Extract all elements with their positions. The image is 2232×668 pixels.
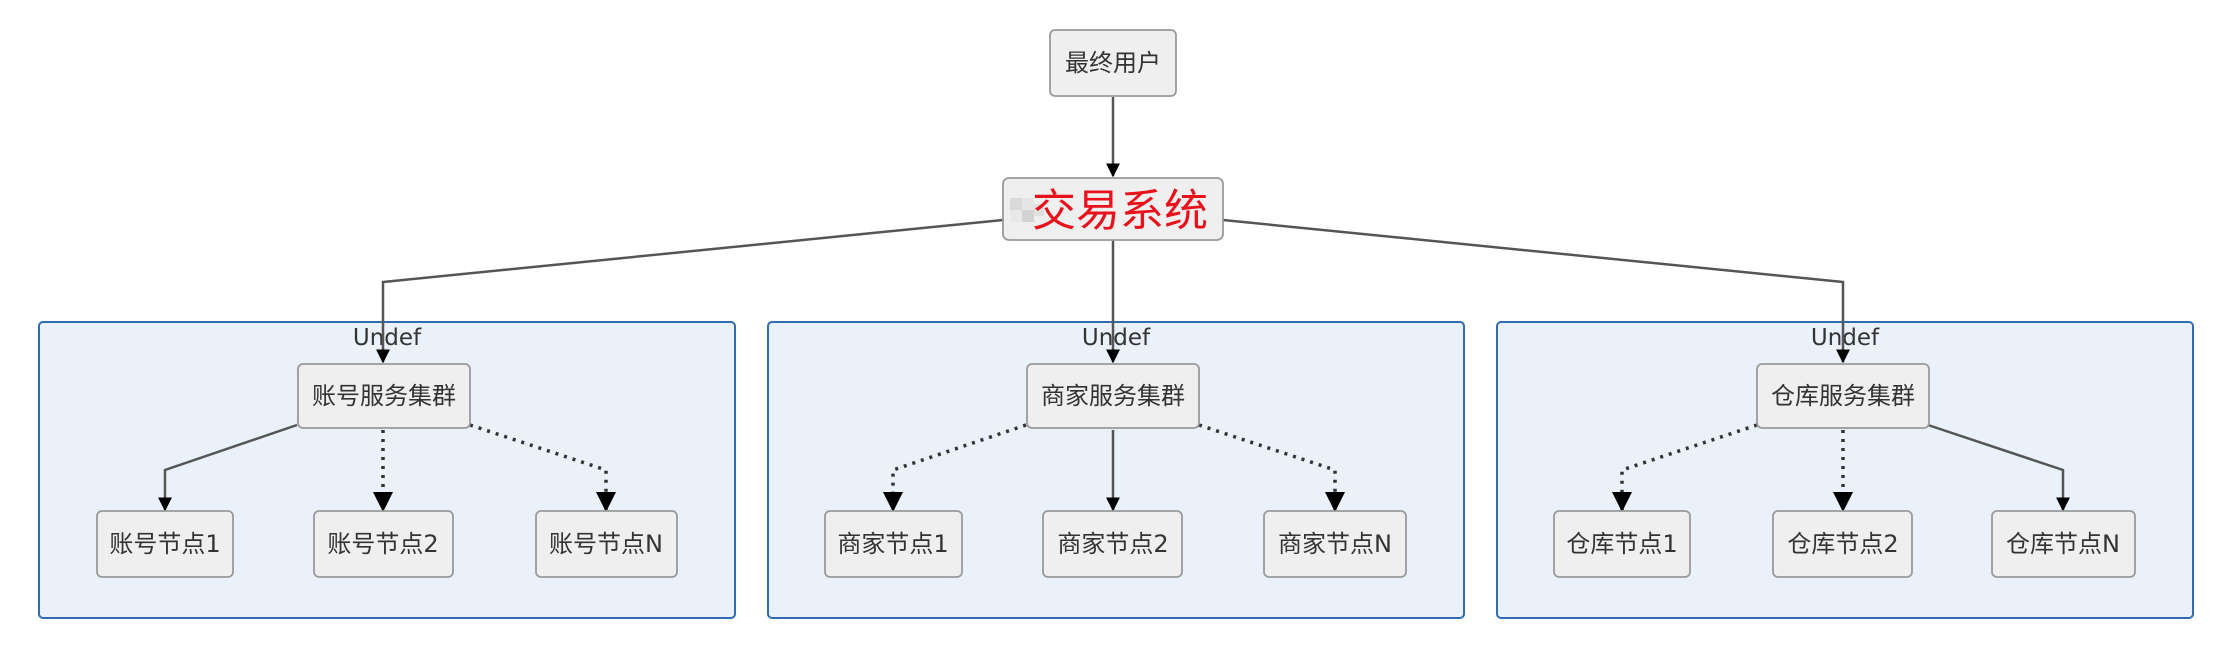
node-account-n: 账号节点N (535, 510, 678, 578)
node-merchant-n-label: 商家节点N (1278, 530, 1392, 558)
node-account-n-box (535, 510, 678, 578)
node-end-user-box (1049, 29, 1177, 97)
edge-merchant-to-nodeN (1198, 423, 1345, 512)
node-warehouse-2-label: 仓库节点2 (1787, 530, 1898, 558)
node-merchant-1: 商家节点1 (824, 510, 963, 578)
node-warehouse-2: 仓库节点2 (1772, 510, 1913, 578)
node-trading-system: 交易系统 (1002, 177, 1224, 241)
node-account-service: 账号服务集群 (297, 363, 471, 429)
edge-system-to-account-cluster (376, 218, 1004, 364)
node-warehouse-service-box (1756, 363, 1930, 429)
node-account-2-box (313, 510, 454, 578)
pixelated-blur-icon (1010, 198, 1044, 222)
node-end-user: 最终用户 (1049, 29, 1177, 97)
edge-merchant-to-node1 (883, 423, 1027, 512)
edges (158, 97, 2070, 512)
node-warehouse-1-box (1553, 510, 1691, 578)
node-warehouse-n-box (1991, 510, 2136, 578)
node-merchant-2-label: 商家节点2 (1057, 530, 1168, 558)
node-merchant-n-box (1263, 510, 1407, 578)
node-merchant-2: 商家节点2 (1042, 510, 1183, 578)
node-warehouse-service: 仓库服务集群 (1756, 363, 1930, 429)
node-trading-system-box (1002, 177, 1224, 241)
node-trading-system-label: 交易系统 (1032, 186, 1208, 237)
node-merchant-1-label: 商家节点1 (837, 530, 948, 558)
node-warehouse-1: 仓库节点1 (1553, 510, 1691, 578)
node-merchant-1-box (824, 510, 963, 578)
node-merchant-service-box (1026, 363, 1200, 429)
node-warehouse-2-box (1772, 510, 1913, 578)
node-warehouse-1-label: 仓库节点1 (1566, 530, 1677, 558)
node-account-service-label: 账号服务集群 (312, 382, 456, 410)
node-account-1: 账号节点1 (96, 510, 234, 578)
node-account-n-label: 账号节点N (549, 530, 663, 558)
node-account-2-label: 账号节点2 (327, 530, 438, 558)
node-merchant-service: 商家服务集群 (1026, 363, 1200, 429)
cluster-merchant-label: Undef (1082, 325, 1151, 351)
edge-account-to-nodeN (469, 423, 616, 512)
node-account-2: 账号节点2 (313, 510, 454, 578)
node-merchant-service-label: 商家服务集群 (1041, 382, 1185, 410)
edge-warehouse-to-nodeN (1927, 423, 2070, 512)
node-warehouse-n: 仓库节点N (1991, 510, 2136, 578)
node-warehouse-service-label: 仓库服务集群 (1771, 382, 1915, 410)
node-account-1-box (96, 510, 234, 578)
node-merchant-n: 商家节点N (1263, 510, 1407, 578)
edge-account-to-node1 (158, 423, 298, 512)
cluster-warehouse-label: Undef (1811, 325, 1880, 351)
node-end-user-label: 最终用户 (1065, 49, 1161, 77)
node-account-service-box (297, 363, 471, 429)
cluster-account-label: Undef (353, 325, 422, 351)
node-warehouse-n-label: 仓库节点N (2006, 530, 2120, 558)
edge-system-to-warehouse-cluster (1222, 218, 1850, 364)
edge-warehouse-to-node1 (1612, 423, 1758, 512)
node-merchant-2-box (1042, 510, 1183, 578)
node-account-1-label: 账号节点1 (109, 530, 220, 558)
